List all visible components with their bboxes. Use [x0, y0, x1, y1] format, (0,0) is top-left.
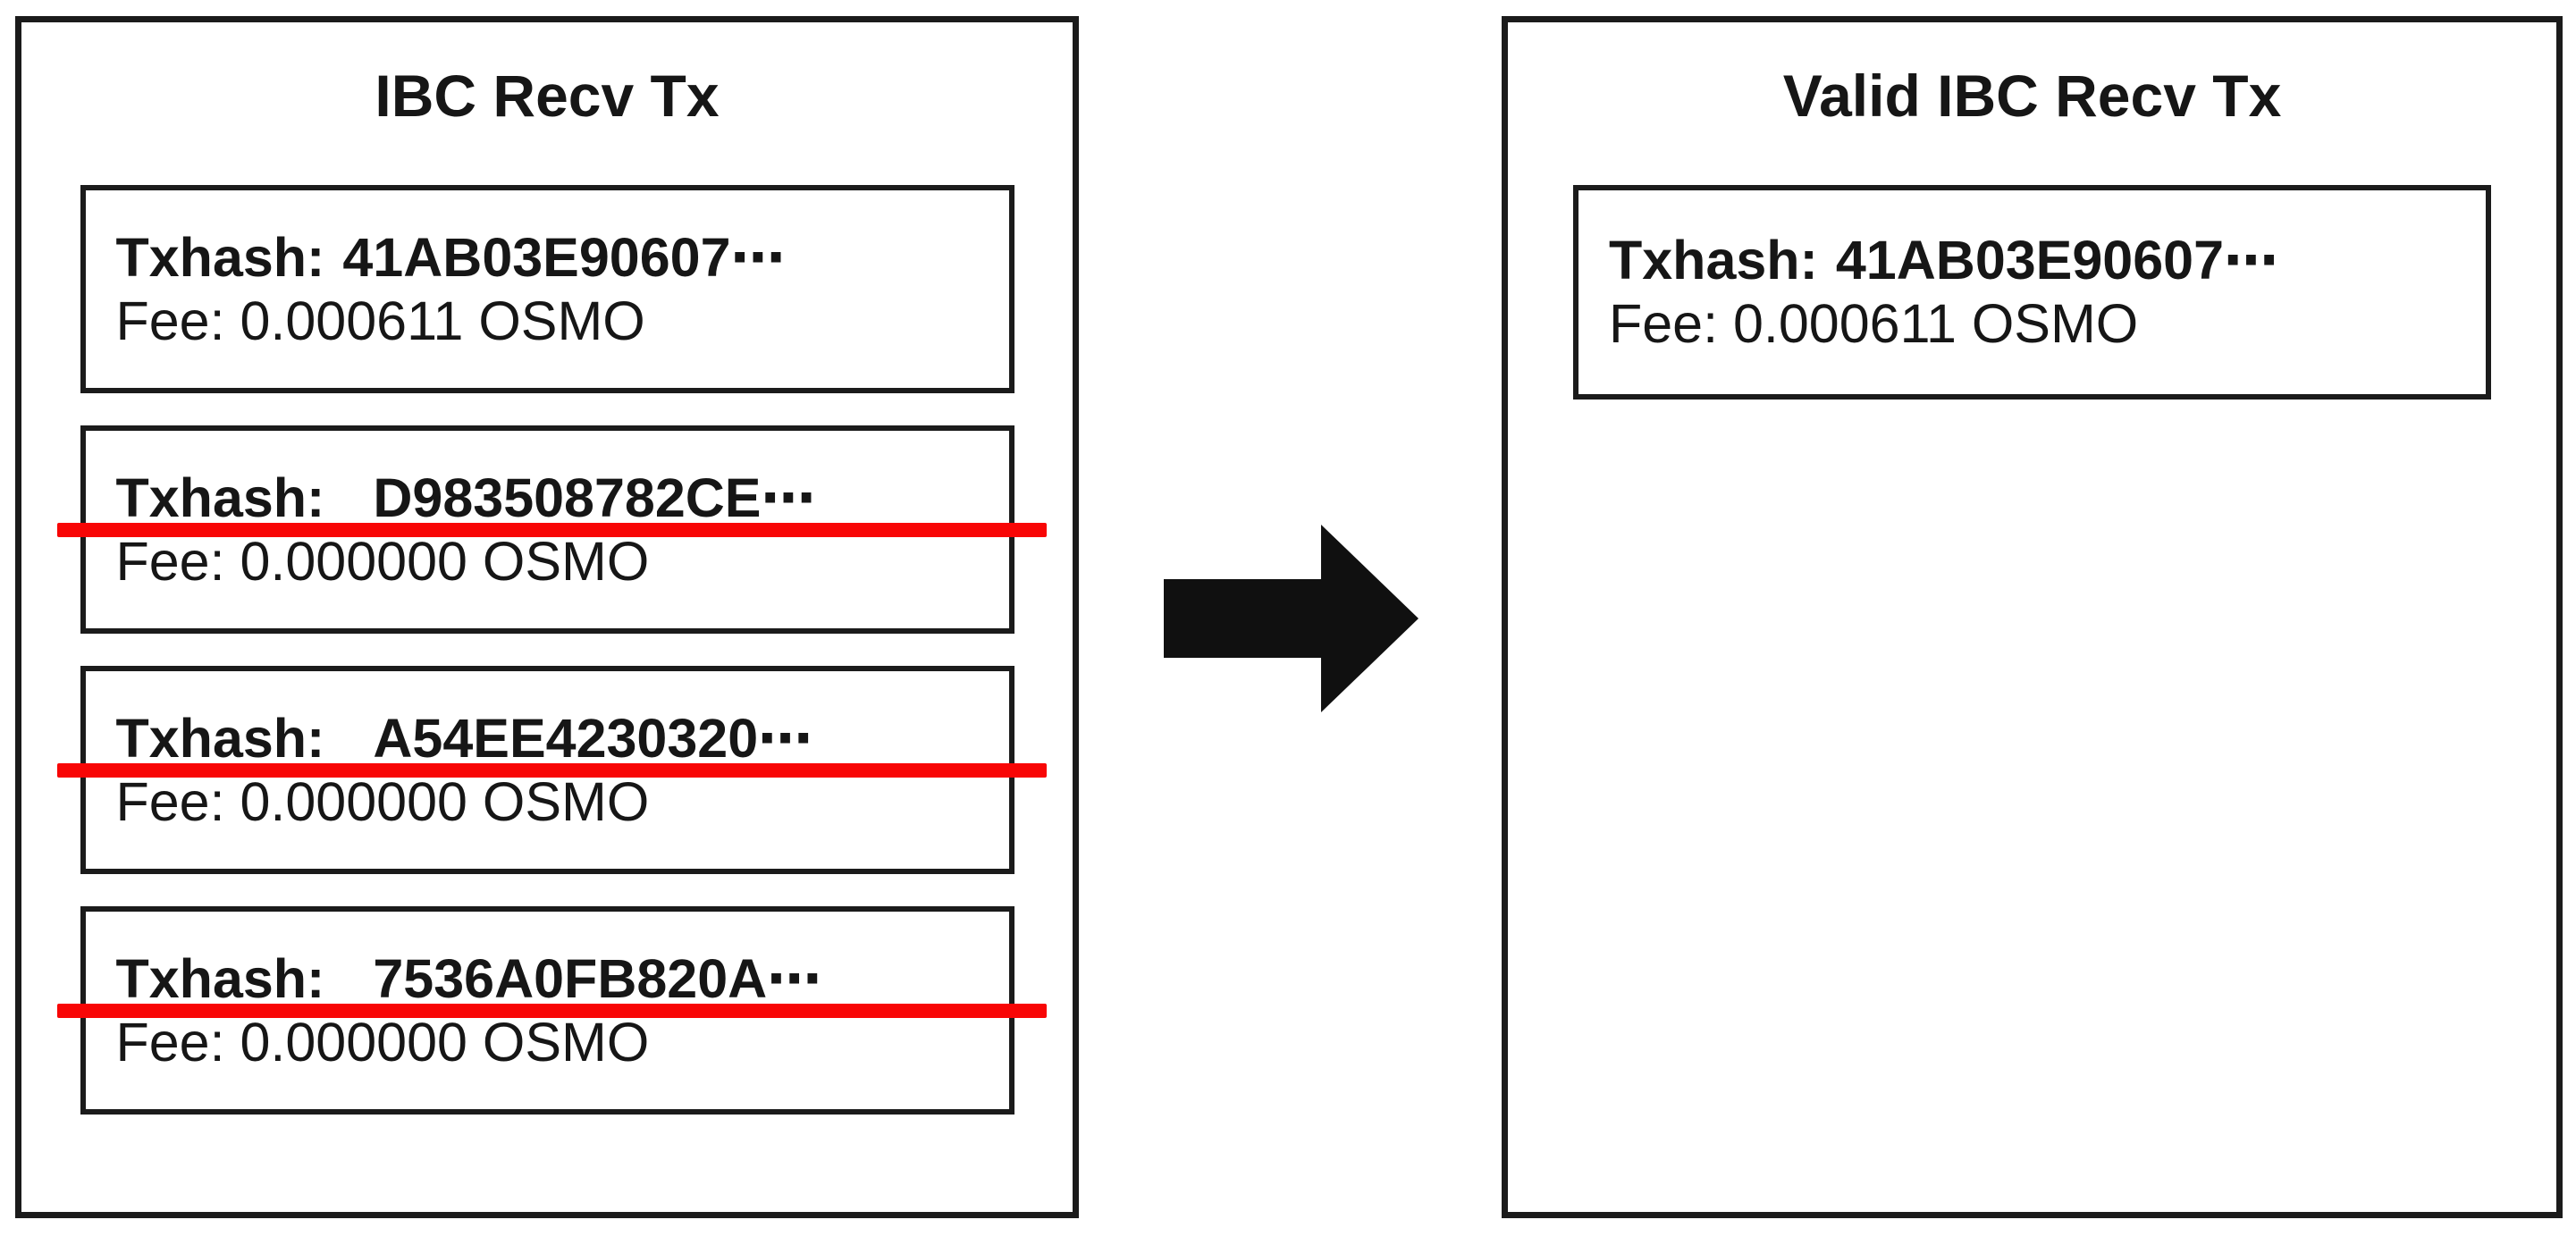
left-panel-title: IBC Recv Tx: [375, 63, 720, 129]
right-panel-title: Valid IBC Recv Tx: [1782, 63, 2282, 129]
black-right-arrow-icon: [1164, 525, 1418, 712]
txhash-line: Txhash: 7536A0FB820A⋯: [116, 947, 1009, 1011]
tx-card: Txhash: D983508782CE⋯ Fee: 0.000000 OSMO: [56, 425, 1047, 634]
valid-ibc-recv-tx-panel: Valid IBC Recv Tx Txhash: 41AB03E90607⋯ F…: [1502, 16, 2563, 1218]
fee-line: Fee: 0.000000 OSMO: [115, 1011, 650, 1073]
txhash-label: Txhash:: [1609, 230, 1818, 290]
txhash-line: Txhash: 41AB03E90607⋯: [1609, 229, 2486, 292]
right-panel-card-list: Txhash: 41AB03E90607⋯ Fee: 0.000611 OSMO: [1573, 185, 2491, 400]
fee-line: Fee: 0.000611 OSMO: [1609, 293, 2139, 354]
fee-line: Fee: 0.000000 OSMO: [115, 530, 650, 592]
tx-card: Txhash: 41AB03E90607⋯ Fee: 0.000611 OSMO: [80, 185, 1014, 393]
fee-line: Fee: 0.000000 OSMO: [115, 770, 650, 832]
txhash-value: 41AB03E90607⋯: [342, 226, 786, 288]
fee-line: Fee: 0.000611 OSMO: [115, 290, 645, 351]
txhash-label: Txhash:: [115, 467, 325, 528]
left-panel-card-list: Txhash:41AB03E90607⋯ Fee: 0.000611 OSMO …: [56, 185, 1047, 1115]
red-strikethrough-line: [56, 522, 1047, 537]
txhash-value: D983508782CE⋯: [373, 467, 816, 528]
tx-card: Txhash: 7536A0FB820A⋯ Fee: 0.000000 OSMO: [56, 906, 1047, 1115]
tx-card: Txhash: 41AB03E90607⋯ Fee: 0.000611 OSMO: [1573, 185, 2491, 400]
txhash-label: Txhash:: [115, 707, 325, 769]
txhash-line: Txhash: D983508782CE⋯: [116, 467, 1009, 530]
red-strikethrough-line: [56, 762, 1047, 778]
tx-card: Txhash: A54EE4230320⋯ Fee: 0.000000 OSMO: [56, 666, 1047, 874]
txhash-line: Txhash: 41AB03E90607⋯: [116, 226, 1009, 290]
txhash-label: Txhash:: [115, 947, 325, 1009]
red-strikethrough-line: [56, 1003, 1047, 1018]
txhash-label: Txhash:: [115, 226, 325, 288]
txhash-value: 41AB03E90607⋯: [1835, 230, 2278, 290]
txhash-line: Txhash: A54EE4230320⋯: [116, 707, 1009, 770]
txhash-value: 7536A0FB820A⋯: [373, 947, 822, 1009]
txhash-value: A54EE4230320⋯: [373, 707, 813, 769]
ibc-recv-tx-panel: IBC Recv Tx Txhash: 41AB03E90607⋯ Fee: 0.…: [15, 16, 1079, 1218]
